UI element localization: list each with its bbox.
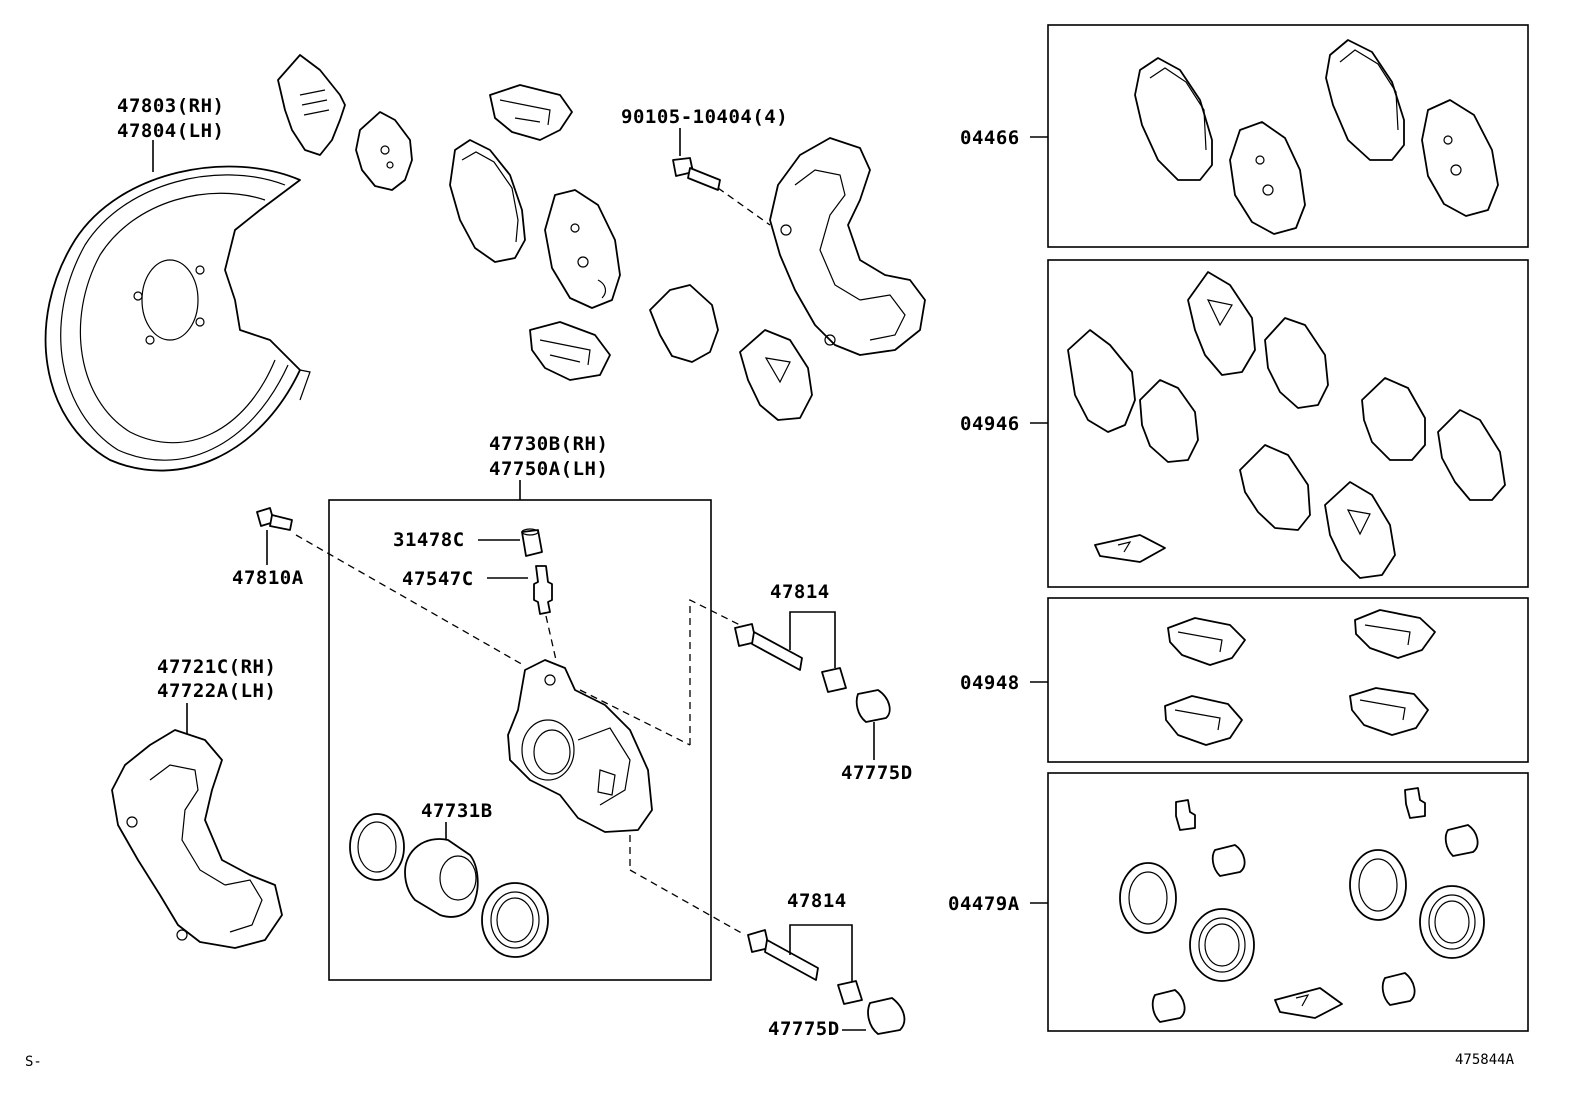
label-backing-plate-rh: 47803(RH) <box>117 95 224 117</box>
label-mounting-rh: 47721C(RH) <box>157 656 276 678</box>
label-kit-04466: 04466 <box>960 127 1020 149</box>
top-shims-drawing <box>277 54 573 191</box>
label-kit-04946: 04946 <box>960 413 1020 435</box>
pin-47814-lower-drawing <box>747 924 906 1035</box>
bolt-47810a-drawing <box>256 507 526 667</box>
label-cylinder-lh: 47750A(LH) <box>489 458 608 480</box>
kit-04948-box <box>1047 597 1529 763</box>
label-cylinder-rh: 47730B(RH) <box>489 433 608 455</box>
label-cap-31478c: 31478C <box>393 529 465 551</box>
kit-04466-pads-drawing <box>1134 39 1499 235</box>
label-kit-04948: 04948 <box>960 672 1020 694</box>
kit-04946-shims-drawing <box>1067 271 1506 579</box>
caliper-cylinder-drawing <box>507 659 653 833</box>
label-pin-47814-lower: 47814 <box>787 890 847 912</box>
plug-47547c-drawing <box>487 565 557 661</box>
kit-04948-clips-drawing <box>1164 609 1436 746</box>
guide-line <box>689 598 741 745</box>
label-bolt-90105: 90105-10404(4) <box>621 106 788 128</box>
caliper-mounting-top-drawing <box>769 137 926 356</box>
center-shims-drawing <box>529 284 813 421</box>
bolt-90105-drawing <box>672 128 771 226</box>
label-piston-47731b: 47731B <box>421 800 493 822</box>
kit-04479a-box <box>1047 772 1529 1032</box>
kit-04479a-seals-drawing <box>1119 787 1485 1023</box>
label-bolt-47810a: 47810A <box>232 567 304 589</box>
cap-31478c-drawing <box>478 528 543 557</box>
label-backing-plate-lh: 47804(LH) <box>117 120 224 142</box>
label-plug-47547c: 47547C <box>402 568 474 590</box>
caliper-mounting-bottom-drawing <box>111 703 283 949</box>
pin-47814-upper-drawing <box>734 611 891 760</box>
label-pin-47814-upper: 47814 <box>770 581 830 603</box>
footer-left-mark: S- <box>25 1054 42 1070</box>
guide-line <box>629 869 746 936</box>
kit-04466-box <box>1047 24 1529 248</box>
label-boot-47775d-upper: 47775D <box>841 762 913 784</box>
backing-plate-drawing <box>44 140 311 472</box>
label-boot-47775d-lower: 47775D <box>768 1018 840 1040</box>
piston-seal-drawing <box>349 813 549 958</box>
disc-pads-drawing <box>449 139 621 309</box>
label-kit-04479a: 04479A <box>948 893 1020 915</box>
guide-line <box>579 689 691 746</box>
label-mounting-lh: 47722A(LH) <box>157 680 276 702</box>
diagram-id: 475844A <box>1455 1052 1515 1068</box>
